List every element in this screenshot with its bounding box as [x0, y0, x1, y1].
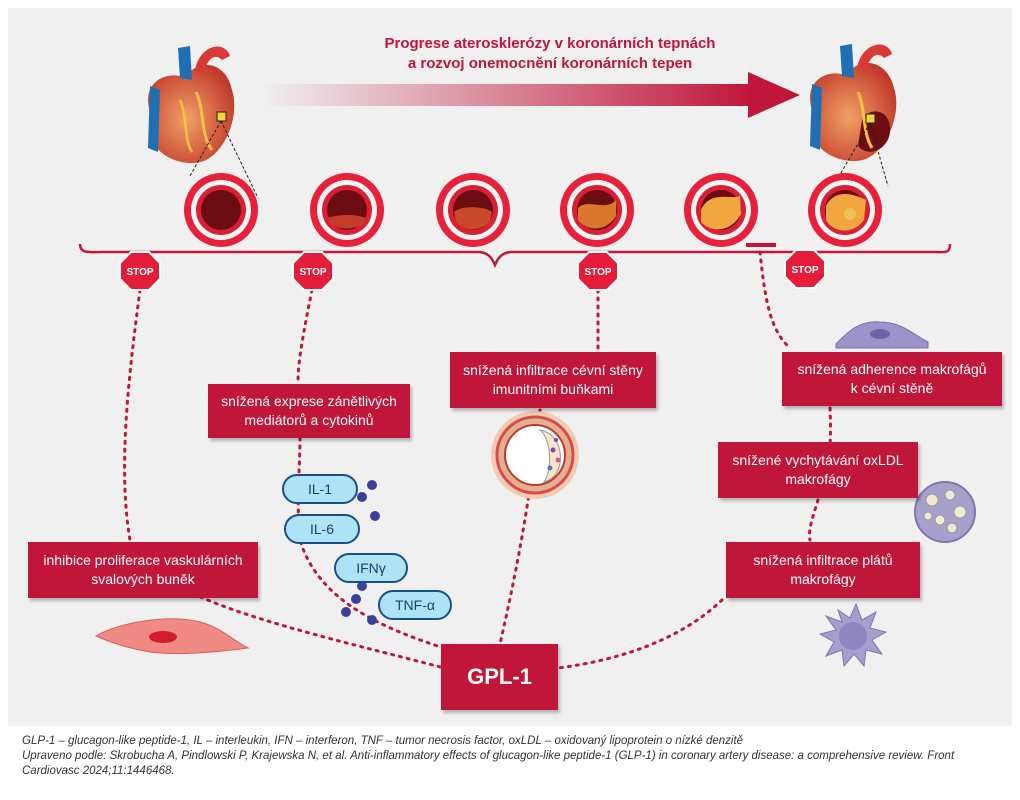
box-reduced-adherence: snížená adherence makrofágů k cévní stěn… — [782, 352, 1002, 406]
stop-sign-1: STOP — [119, 251, 161, 291]
cytokine-ifng: IFNγ — [334, 553, 408, 583]
box-reduced-expression: snížená exprese zánětlivých mediátorů a … — [208, 384, 410, 438]
vessel-immune-icon — [491, 411, 579, 499]
artery-stage-6 — [808, 173, 882, 247]
artery-stage-4 — [560, 173, 634, 247]
stop-label: STOP — [299, 267, 326, 278]
stage-bracket — [78, 243, 952, 269]
box-line: makrofágy — [790, 571, 856, 587]
stop-sign-4: STOP — [784, 249, 826, 289]
activated-macrophage-icon — [818, 602, 888, 668]
figure-caption: GLP-1 – glucagon-like peptide-1, IL – in… — [22, 734, 1002, 779]
caption-line-1: GLP-1 – glucagon-like peptide-1, IL – in… — [22, 735, 744, 747]
foam-cell-icon — [914, 481, 976, 543]
healthy-heart-icon — [148, 46, 259, 199]
box-line: snížená infiltrace cévní stěny — [463, 362, 643, 378]
cytokine-il6: IL-6 — [284, 514, 360, 544]
macrophage-icon — [835, 321, 929, 349]
box-line: inhibice proliferace vaskulárních — [43, 552, 243, 568]
box-proliferation-inhibition: inhibice proliferace vaskulárních svalov… — [28, 542, 258, 598]
box-line: snížená exprese zánětlivých — [221, 393, 397, 409]
box-reduced-wall-infiltration: snížená infiltrace cévní stěny imunitním… — [450, 352, 656, 408]
cytokine-il1: IL-1 — [282, 474, 358, 504]
artery-stage-2 — [310, 173, 384, 247]
box-line: snížené vychytávání oxLDL — [732, 452, 904, 468]
box-line: mediátorů a cytokinů — [244, 412, 374, 428]
gpl1-box: GPL-1 — [441, 644, 558, 710]
box-line: snížená infiltrace plátů — [753, 552, 893, 568]
smooth-muscle-cell-icon — [94, 618, 250, 655]
box-line: makrofágy — [785, 471, 851, 487]
artery-stage-3 — [436, 173, 510, 247]
stop-label: STOP — [584, 267, 611, 278]
box-reduced-plaque-infiltration: snížená infiltrace plátů makrofágy — [726, 542, 920, 598]
progression-arrow — [262, 72, 800, 118]
box-line: svalových buněk — [91, 571, 195, 587]
artery-stage-1 — [184, 173, 258, 247]
cytokine-particles — [341, 480, 380, 625]
diseased-heart-icon — [809, 44, 897, 187]
box-line: snížená adherence makrofágů — [797, 361, 987, 377]
stop-label: STOP — [126, 267, 153, 278]
cytokine-tnfa: TNF-α — [378, 590, 452, 620]
box-line: k cévní stěně — [850, 380, 934, 396]
title-line-2: a rozvoj onemocnění koronárních tepen — [407, 55, 693, 72]
artery-stage-5 — [684, 173, 758, 247]
progression-title: Progrese aterosklerózy v koronárních tep… — [300, 34, 800, 74]
stop-sign-3: STOP — [577, 251, 619, 291]
box-reduced-oxldl-uptake: snížené vychytávání oxLDL makrofágy — [718, 442, 918, 498]
title-line-1: Progrese aterosklerózy v koronárních tep… — [384, 35, 716, 52]
stop-sign-2: STOP — [292, 251, 334, 291]
stop-label: STOP — [791, 265, 818, 276]
caption-line-3: Cardiovasc 2024;11:1446468. — [22, 765, 175, 777]
caption-line-2: Upraveno podle: Skrobucha A, Pindlowski … — [22, 750, 955, 762]
box-line: imunitními buňkami — [492, 381, 614, 397]
